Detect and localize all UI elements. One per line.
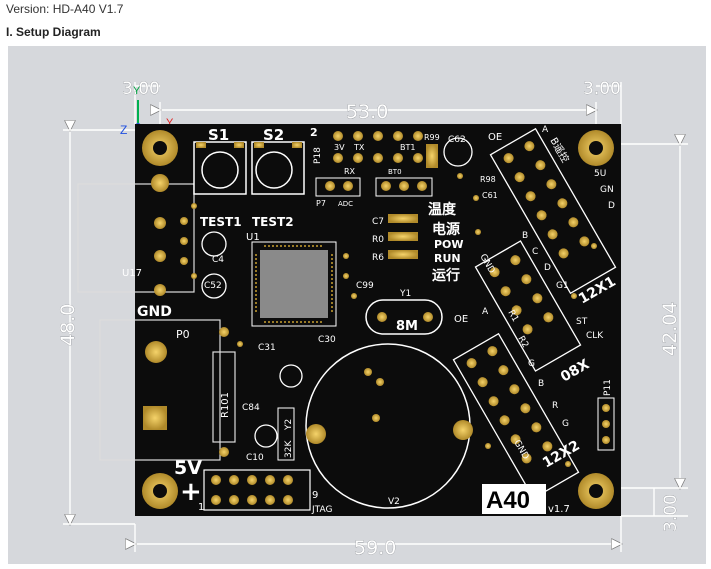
label-5v: 5V — [174, 457, 202, 479]
label-bt1: BT1 — [400, 143, 415, 152]
label-s2: S2 — [263, 126, 284, 144]
label-c4: C4 — [212, 255, 224, 265]
label-plus: + — [180, 477, 202, 507]
label-jtag: JTAG — [311, 505, 332, 515]
dim-top-width: 53.0 — [346, 101, 388, 123]
label-r0: R0 — [372, 235, 384, 245]
label-5u: 5U — [594, 169, 606, 179]
axis-z-label: Z — [120, 123, 127, 137]
board-revision: v1.7 — [548, 504, 570, 515]
label-c10: C10 — [246, 453, 264, 463]
label-test2: TEST2 — [252, 215, 294, 229]
label-32k: 32K — [284, 440, 294, 458]
board-model: A40 — [486, 487, 530, 514]
label-a2: A — [482, 307, 489, 317]
label-y1: Y1 — [399, 289, 411, 299]
axis-x-label: Y — [166, 117, 174, 129]
label-v2: V2 — [388, 497, 400, 507]
label-y1-freq: 8M — [396, 319, 418, 334]
button-s1 — [193, 141, 247, 195]
label-r-col: R — [552, 401, 558, 411]
label-g2: G — [528, 359, 535, 369]
label-y2: Y2 — [284, 419, 294, 431]
label-dian-yuan: 电源 — [432, 221, 460, 238]
label-3v: 3V — [334, 143, 345, 152]
label-d-right: D — [608, 201, 615, 211]
button-s2 — [251, 141, 305, 195]
label-st: ST — [576, 317, 588, 327]
label-gnd: GND — [137, 304, 172, 320]
setup-diagram: 3.00 53.0 3.00 48.0 42.04 3.00 59.0 Y Z … — [8, 46, 706, 564]
connector-08x — [474, 240, 582, 372]
dim-top-right: 3.00 — [583, 79, 621, 99]
label-c62: C62 — [448, 135, 466, 145]
version-text: Version: HD-A40 V1.7 — [6, 2, 124, 16]
dim-left-height: 48.0 — [57, 304, 79, 346]
label-tx: TX — [353, 143, 365, 152]
label-c-r1: C — [532, 247, 538, 257]
label-r99: R99 — [424, 133, 440, 142]
label-g-col: G — [562, 419, 569, 429]
label-p11: P11 — [603, 379, 613, 396]
label-oe2: OE — [454, 314, 468, 325]
label-r98: R98 — [480, 175, 496, 184]
label-c61: C61 — [482, 191, 498, 200]
section-title: I. Setup Diagram — [6, 25, 101, 39]
label-u1: U1 — [246, 232, 260, 243]
label-yun-xing: 运行 — [432, 267, 460, 284]
pcb-board — [77, 124, 621, 516]
label-pow: POW — [434, 238, 464, 251]
label-rx: RX — [344, 167, 356, 176]
jtag-header — [203, 469, 311, 511]
label-p18: P18 — [313, 147, 323, 164]
label-wen-du: 温度 — [428, 201, 457, 218]
dimension-lines — [63, 82, 688, 552]
label-b-r1: B — [522, 231, 528, 241]
dim-bottom-right: 3.00 — [661, 494, 681, 532]
axis-y-label: Y — [133, 85, 141, 97]
label-g1: G1 — [556, 281, 569, 291]
mcu-chip — [251, 241, 337, 327]
label-p0: P0 — [176, 328, 190, 341]
dim-right-height: 42.04 — [659, 302, 681, 356]
label-u17: U17 — [122, 268, 142, 279]
label-c7: C7 — [372, 217, 384, 227]
label-adc: ADC — [338, 200, 353, 208]
label-test1: TEST1 — [200, 215, 242, 229]
dim-top-left: 3.00 — [122, 79, 160, 99]
label-run: RUN — [434, 252, 461, 265]
label-a1: A — [542, 125, 549, 135]
mounting-holes — [142, 130, 614, 509]
label-c52: C52 — [204, 281, 222, 291]
label-gn: GN — [600, 185, 614, 195]
label-r101: R101 — [220, 392, 231, 418]
dim-bottom-width: 59.0 — [354, 537, 396, 559]
connector-12x2 — [452, 332, 580, 500]
label-s1: S1 — [208, 126, 229, 144]
label-p18-num: 2 — [310, 126, 318, 139]
label-c30: C30 — [318, 335, 336, 345]
connector-12x1 — [489, 127, 617, 295]
label-b2: B — [538, 379, 544, 389]
label-j1: 1 — [198, 502, 204, 513]
label-c84: C84 — [242, 403, 260, 413]
label-oe1: OE — [488, 132, 502, 143]
label-p7: P7 — [316, 199, 326, 208]
model-plate: A40 v1.7 — [482, 484, 570, 515]
label-clk: CLK — [586, 331, 604, 341]
label-c31: C31 — [258, 343, 276, 353]
label-bt0: BT0 — [388, 168, 402, 176]
label-c99: C99 — [356, 281, 374, 291]
label-d-r1: D — [544, 263, 551, 273]
label-j9: 9 — [312, 490, 318, 501]
label-r6: R6 — [372, 253, 384, 263]
